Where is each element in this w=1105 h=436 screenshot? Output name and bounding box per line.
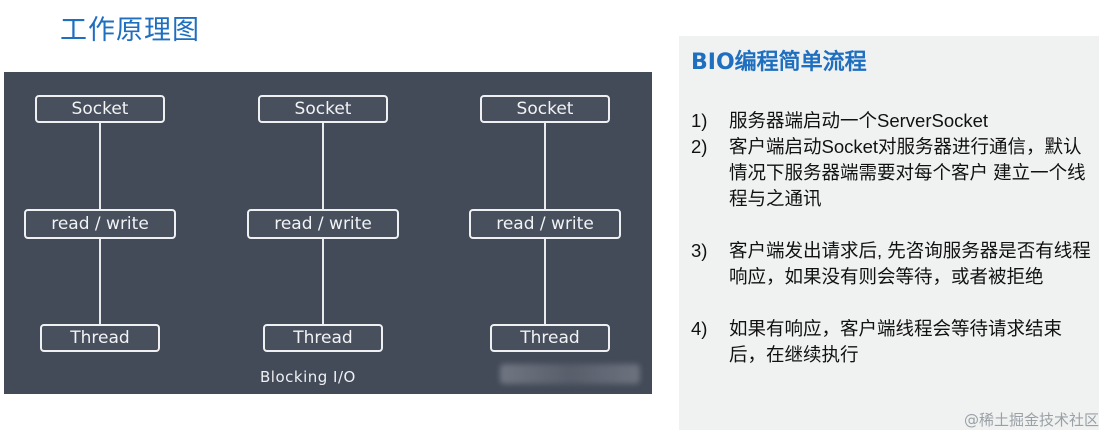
panel-title: BIO编程简单流程 xyxy=(691,50,867,75)
thread-node: Thread xyxy=(490,324,610,352)
connector-line xyxy=(544,239,546,325)
step-text: 如果有响应，客户端线程会等待请求结束后，在继续执行 xyxy=(729,318,1063,365)
read-write-node: read / write xyxy=(24,209,176,239)
step-text: 服务器端启动一个ServerSocket xyxy=(729,110,989,131)
diagram-caption: Blocking I/O xyxy=(260,368,356,386)
list-item: 3) 客户端发出请求后, 先咨询服务器是否有线程响应，如果没有则会等待，或者被拒… xyxy=(691,238,1091,290)
step-number: 4) xyxy=(691,318,708,339)
thread-node: Thread xyxy=(263,324,383,352)
list-item: 1) 服务器端启动一个ServerSocket xyxy=(691,108,1091,134)
step-number: 3) xyxy=(691,240,708,261)
blurred-watermark xyxy=(500,364,640,384)
step-number: 1) xyxy=(691,110,708,131)
connector-line xyxy=(322,122,324,210)
list-item: 4) 如果有响应，客户端线程会等待请求结束后，在继续执行 xyxy=(691,316,1091,368)
read-write-node: read / write xyxy=(469,209,621,239)
page-title: 工作原理图 xyxy=(60,15,200,46)
connector-line xyxy=(544,122,546,210)
connector-line xyxy=(99,122,101,210)
bio-process-panel: BIO编程简单流程 1) 服务器端启动一个ServerSocket 2) 客户端… xyxy=(679,36,1099,430)
socket-node: Socket xyxy=(35,95,165,123)
steps-list: 1) 服务器端启动一个ServerSocket 2) 客户端启动Socket对服… xyxy=(691,108,1091,368)
blocking-io-diagram: Socket read / write Thread Socket read /… xyxy=(4,72,652,394)
thread-node: Thread xyxy=(40,324,160,352)
step-text: 客户端发出请求后, 先咨询服务器是否有线程响应，如果没有则会等待，或者被拒绝 xyxy=(729,240,1091,287)
socket-node: Socket xyxy=(258,95,388,123)
read-write-node: read / write xyxy=(247,209,399,239)
watermark: @稀土掘金技术社区 xyxy=(963,411,1099,429)
socket-node: Socket xyxy=(480,95,610,123)
connector-line xyxy=(99,239,101,325)
step-number: 2) xyxy=(691,136,708,157)
connector-line xyxy=(322,239,324,325)
list-item: 2) 客户端启动Socket对服务器进行通信，默认情况下服务器端需要对每个客户 … xyxy=(691,134,1091,212)
step-text: 客户端启动Socket对服务器进行通信，默认情况下服务器端需要对每个客户 建立一… xyxy=(729,136,1086,209)
